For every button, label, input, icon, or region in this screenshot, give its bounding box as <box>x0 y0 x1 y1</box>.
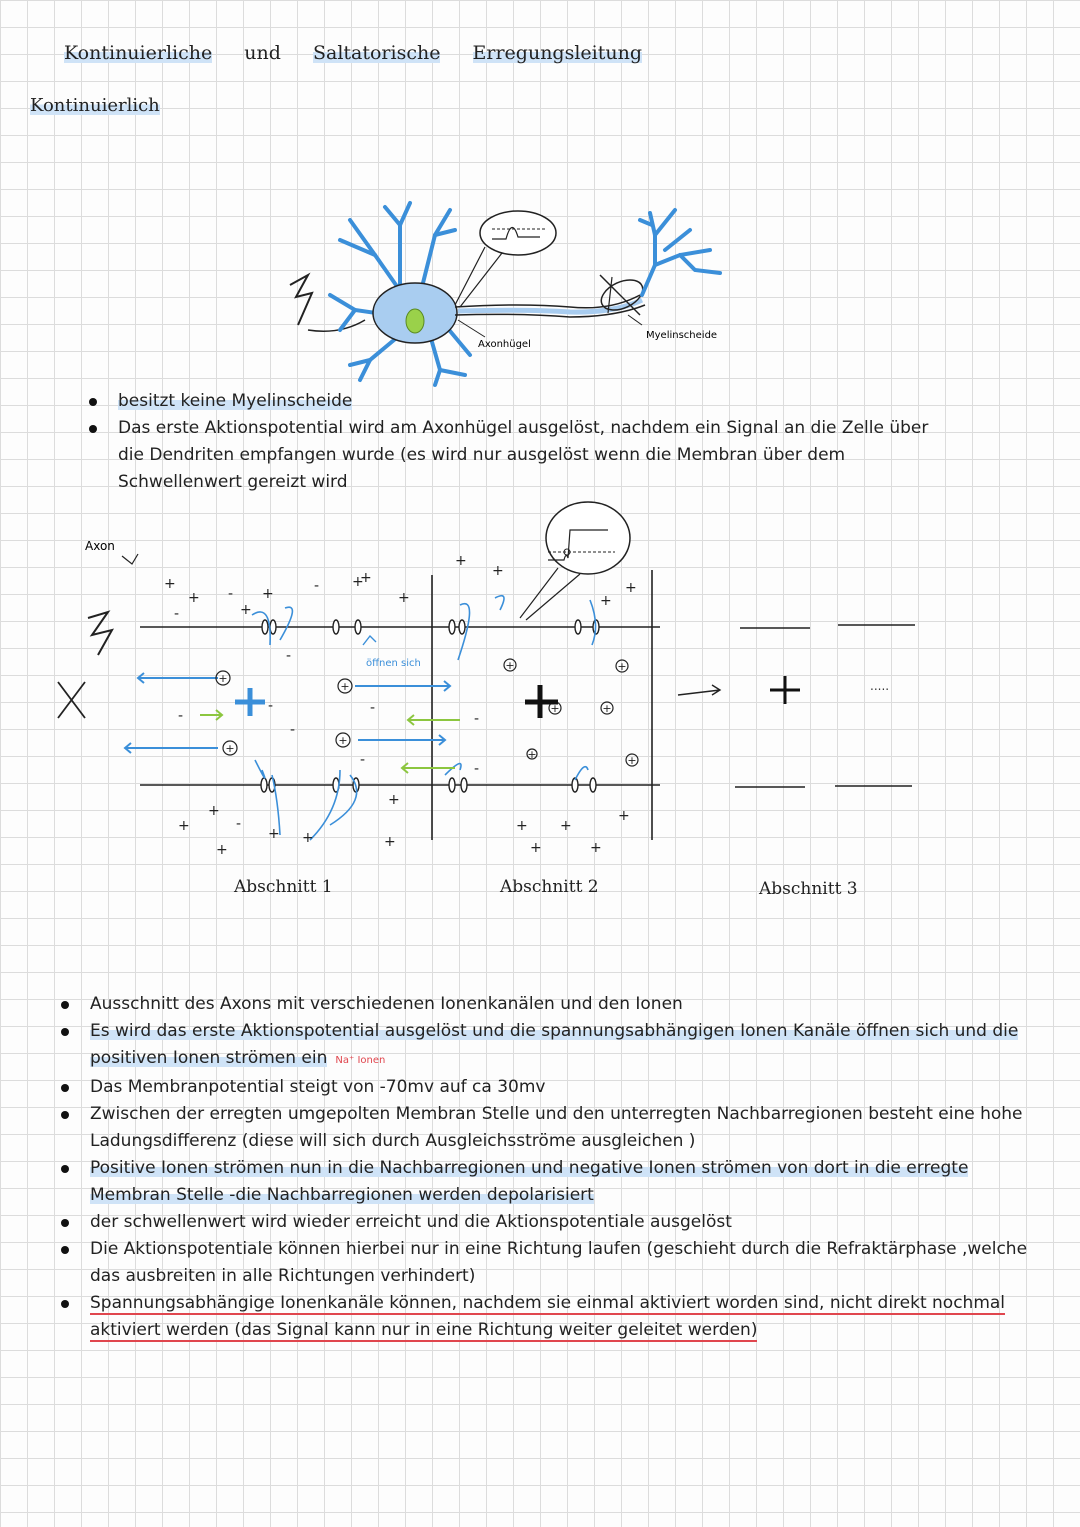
svg-text:-: - <box>236 816 241 832</box>
svg-text:+: + <box>178 818 190 834</box>
svg-text:+: + <box>164 576 176 592</box>
neuron-diagram: Axonhügel Myelinscheide <box>289 201 722 387</box>
svg-text:-: - <box>314 578 319 594</box>
svg-text:+: + <box>455 553 467 569</box>
svg-text:+: + <box>302 830 314 846</box>
svg-text:+: + <box>218 672 227 685</box>
svg-text:+: + <box>268 826 280 842</box>
label-myelinscheide: Myelinscheide <box>646 330 717 341</box>
bullet-item: Ausschnitt des Axons mit verschiedenen I… <box>61 991 1030 1018</box>
svg-text:-: - <box>268 698 273 714</box>
svg-text:+: + <box>208 803 220 819</box>
bullet-item: Das erste Aktionspotential wird am Axonh… <box>89 415 948 496</box>
svg-text:+: + <box>560 818 572 834</box>
svg-text:+: + <box>338 734 347 747</box>
svg-text:+: + <box>384 834 396 850</box>
svg-text:+: + <box>618 808 630 824</box>
ion-channels <box>260 619 600 793</box>
bullet-item: Es wird das erste Aktionspotential ausge… <box>61 1018 1030 1074</box>
svg-text:+: + <box>617 660 626 673</box>
svg-text:+: + <box>398 590 410 606</box>
axon-terminal <box>638 208 722 297</box>
bullet-item: Das Membranpotential steigt von -70mv au… <box>61 1074 1030 1101</box>
action-potential-callout <box>479 210 557 256</box>
svg-text:+: + <box>492 563 504 579</box>
svg-text:+: + <box>550 702 559 715</box>
svg-text:+: + <box>505 659 514 672</box>
action-potential-callout <box>545 501 631 575</box>
bullet-list-bottom: Ausschnitt des Axons mit verschiedenen I… <box>61 991 1030 1344</box>
svg-text:-: - <box>360 752 365 768</box>
svg-text:+: + <box>600 593 612 609</box>
title-word-1: Kontinuierliche <box>64 42 213 64</box>
svg-text:+: + <box>516 818 528 834</box>
label-axon: Axon <box>85 539 115 553</box>
bullet-item: Die Aktionspotentiale können hierbei nur… <box>61 1236 1030 1290</box>
svg-text:+: + <box>625 580 637 596</box>
bullet-item: besitzt keine Myelinscheide <box>89 388 948 415</box>
blocked-direction-mark <box>57 681 86 719</box>
section-label-3: Abschnitt 3 <box>759 879 858 899</box>
svg-text:-: - <box>290 722 295 738</box>
svg-text:-: - <box>178 708 183 724</box>
myelin-sheath <box>600 279 644 311</box>
current-arrows <box>123 672 452 754</box>
svg-text:+: + <box>352 574 364 590</box>
positive-ions <box>215 658 639 767</box>
svg-text:-: - <box>174 606 179 622</box>
title-word-2: und <box>244 42 281 64</box>
svg-text:-: - <box>228 586 233 602</box>
continuation-dots: ..... <box>870 679 889 693</box>
na-ion-note: Na⁺ Ionen <box>335 1055 386 1066</box>
membrane-bottom-section3 <box>735 785 912 788</box>
bullet-item: Positive Ionen strömen nun in die Nachba… <box>61 1155 1030 1209</box>
svg-text:+: + <box>240 602 252 618</box>
title-word-3: Saltatorische <box>312 42 441 64</box>
svg-text:+: + <box>627 754 636 767</box>
svg-text:+: + <box>340 680 349 693</box>
svg-text:+: + <box>360 570 372 586</box>
negative-current-arrows <box>200 709 460 774</box>
svg-text:+: + <box>530 840 542 856</box>
page-title: Kontinuierliche und Saltatorische Erregu… <box>64 42 668 64</box>
ion-flow-arrows <box>251 594 597 841</box>
svg-text:+: + <box>590 840 602 856</box>
svg-text:+: + <box>527 748 536 761</box>
axon-section-diagram: Axon <box>57 501 915 858</box>
svg-text:+: + <box>216 842 228 858</box>
svg-text:+: + <box>225 742 234 755</box>
svg-text:-: - <box>286 648 291 664</box>
bullet-item: Spannungsabhängige Ionenkanäle können, n… <box>61 1290 1030 1344</box>
svg-text:+: + <box>188 590 200 606</box>
input-line <box>307 319 366 332</box>
stimulus-lightning-icon <box>87 610 115 656</box>
svg-text:-: - <box>474 711 479 727</box>
bullet-item: der schwellenwert wird wieder erreicht u… <box>61 1209 1030 1236</box>
svg-text:+: + <box>262 586 274 602</box>
svg-text:-: - <box>370 700 375 716</box>
nucleus <box>405 308 425 334</box>
title-word-4: Erregungsleitung <box>472 42 643 64</box>
axon <box>457 297 644 315</box>
label-oeffnen-sich: öffnen sich <box>366 658 421 669</box>
bullet-item: Zwischen der erregten umgepolten Membran… <box>61 1101 1030 1155</box>
svg-text:+: + <box>602 702 611 715</box>
stimulus-lightning-icon <box>289 272 314 326</box>
bullet-list-top: besitzt keine Myelinscheide Das erste Ak… <box>89 388 948 496</box>
svg-text:+: + <box>388 792 400 808</box>
svg-text:-: - <box>474 761 479 777</box>
membrane-top-section3 <box>740 624 915 629</box>
dendrites <box>328 201 472 387</box>
section-label-2: Abschnitt 2 <box>500 877 599 897</box>
section-label-1: Abschnitt 1 <box>234 877 333 897</box>
label-axonhuegel: Axonhügel <box>478 339 531 350</box>
section-subtitle: Kontinuierlich <box>30 95 160 116</box>
